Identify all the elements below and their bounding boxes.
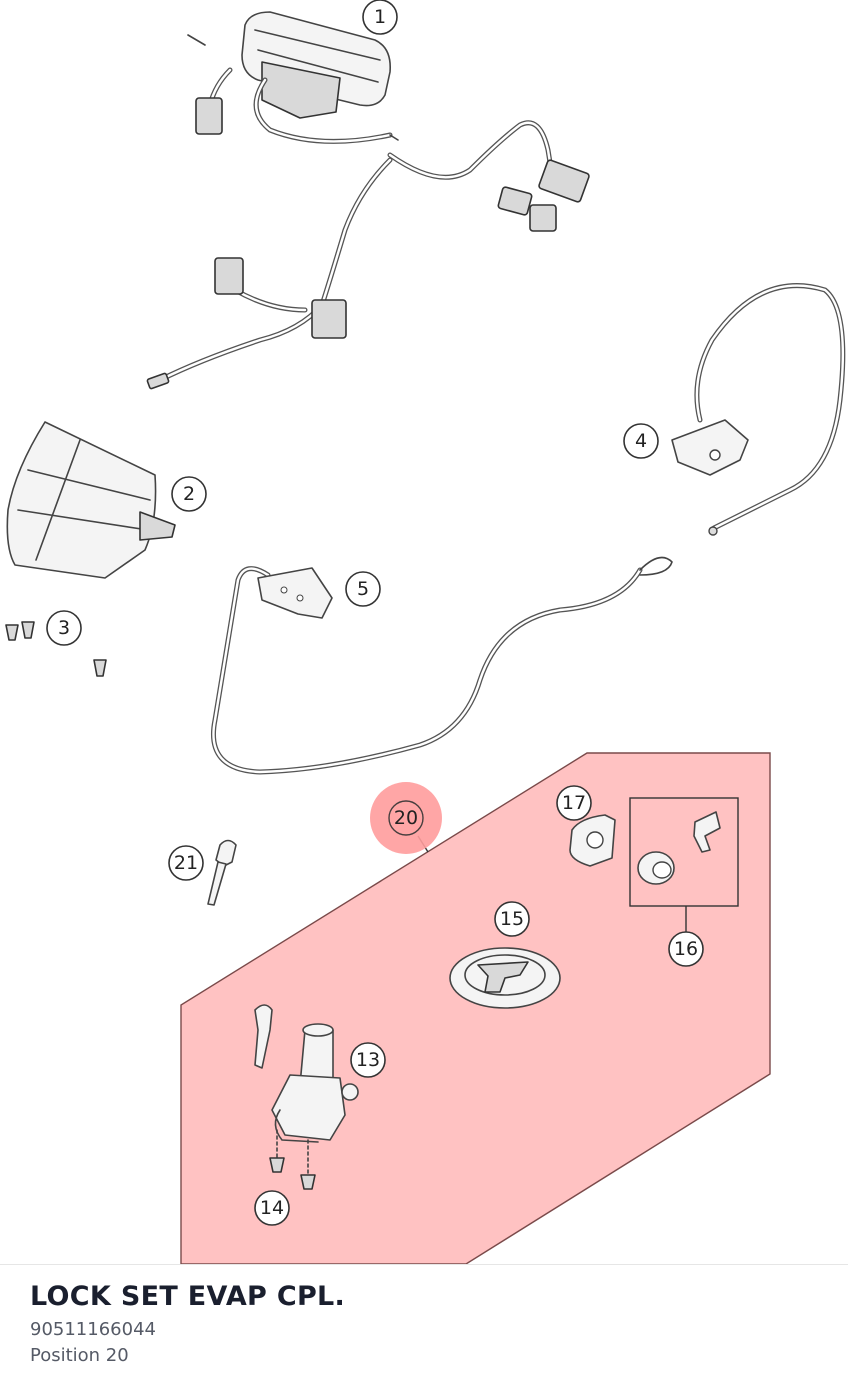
callout-1[interactable]: 1: [362, 0, 398, 35]
svg-text:20: 20: [394, 807, 418, 829]
part-21-key[interactable]: [207, 839, 237, 906]
part-4-seat-lock-cable[interactable]: [671, 283, 846, 536]
part-5-tank-lock-cable[interactable]: [211, 556, 673, 775]
part-3-screws[interactable]: [5, 621, 107, 677]
part-15-fuel-cap[interactable]: [449, 947, 561, 1009]
svg-text:5: 5: [357, 578, 369, 600]
part-1-instrument-harness[interactable]: [146, 11, 590, 390]
svg-text:16: 16: [674, 938, 698, 960]
part-16-lock-cylinder[interactable]: [629, 797, 739, 932]
svg-text:15: 15: [500, 908, 524, 930]
svg-text:14: 14: [260, 1197, 284, 1219]
svg-text:2: 2: [183, 483, 195, 505]
callout-2[interactable]: 2: [171, 476, 207, 512]
svg-text:3: 3: [58, 617, 70, 639]
svg-text:17: 17: [562, 792, 586, 814]
svg-text:13: 13: [356, 1049, 380, 1071]
position-label: Position 20: [30, 1345, 129, 1366]
callout-17[interactable]: 17: [556, 785, 592, 821]
callout-21[interactable]: 21: [168, 845, 204, 881]
part-17-cover-plate[interactable]: [569, 814, 616, 867]
part-2-headlight-mask[interactable]: [6, 421, 176, 579]
part-title: LOCK SET EVAP CPL.: [30, 1281, 346, 1312]
callout-14[interactable]: 14: [254, 1190, 290, 1226]
callout-3[interactable]: 3: [46, 610, 82, 646]
svg-text:21: 21: [174, 852, 198, 874]
callout-4[interactable]: 4: [623, 423, 659, 459]
part-13-ignition-lock[interactable]: [254, 1004, 359, 1143]
callout-20-selected[interactable]: 20: [370, 782, 442, 854]
callout-5[interactable]: 5: [345, 571, 381, 607]
callout-15[interactable]: 15: [494, 901, 530, 937]
part-info-panel: LOCK SET EVAP CPL. 90511166044 Position …: [0, 1264, 848, 1391]
exploded-parts-diagram: 1 2 3 4 5 13 14 15 16 17 20 21: [5, 0, 846, 1264]
part-14-lock-screws[interactable]: [269, 1129, 316, 1190]
svg-text:4: 4: [635, 430, 647, 452]
part-number: 90511166044: [30, 1319, 156, 1340]
callout-16[interactable]: 16: [668, 931, 704, 967]
callout-13[interactable]: 13: [350, 1042, 386, 1078]
svg-text:1: 1: [374, 6, 386, 28]
